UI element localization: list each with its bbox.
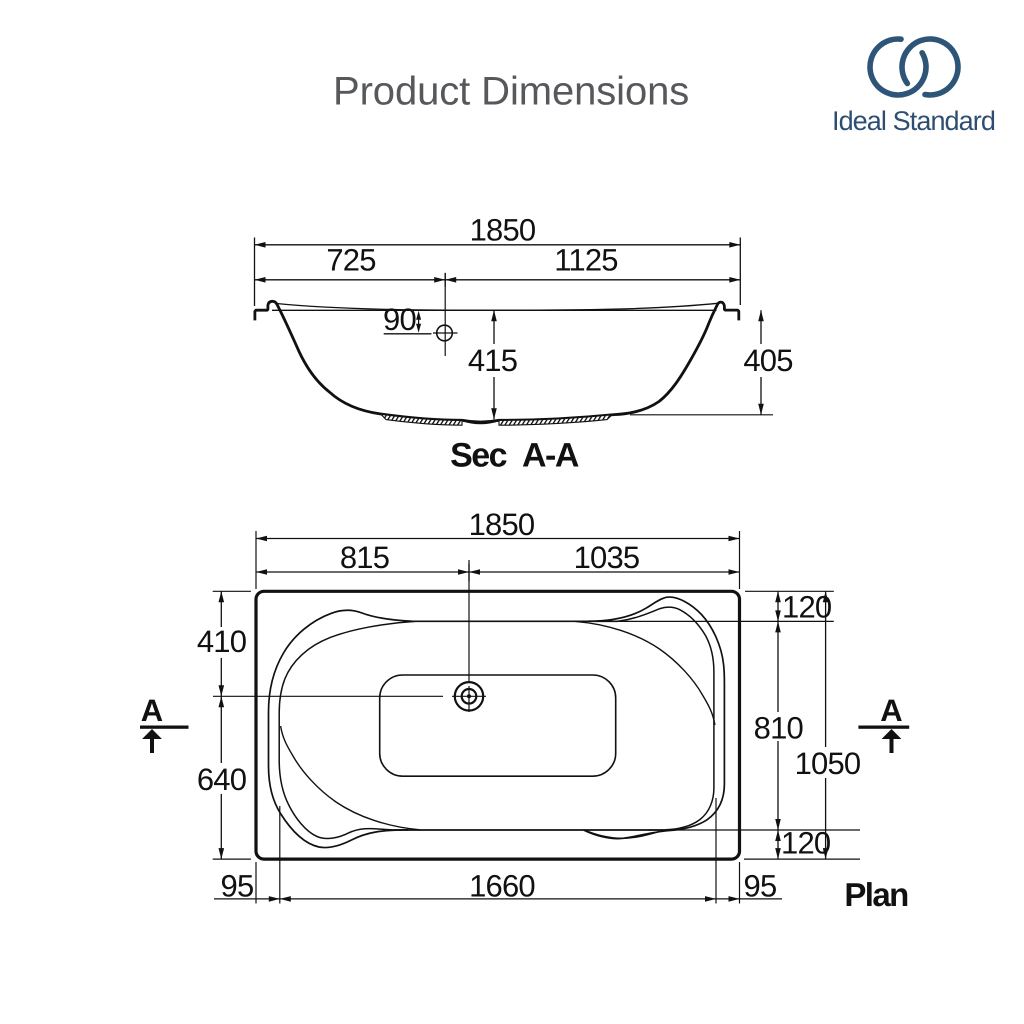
svg-text:A: A — [880, 693, 902, 728]
svg-text:Plan: Plan — [844, 876, 908, 913]
svg-text:95: 95 — [221, 869, 254, 904]
svg-text:1050: 1050 — [795, 746, 861, 781]
svg-text:1850: 1850 — [469, 507, 535, 542]
svg-text:415: 415 — [468, 343, 517, 378]
svg-text:1035: 1035 — [574, 540, 640, 575]
svg-text:405: 405 — [743, 343, 792, 378]
svg-text:95: 95 — [744, 869, 777, 904]
svg-text:725: 725 — [326, 243, 375, 278]
svg-text:810: 810 — [754, 711, 804, 746]
svg-text:120: 120 — [782, 590, 832, 625]
svg-text:Sec A-A: Sec A-A — [450, 437, 579, 475]
svg-text:410: 410 — [197, 624, 247, 659]
svg-text:640: 640 — [197, 762, 247, 797]
svg-text:Product Dimensions: Product Dimensions — [333, 70, 689, 114]
svg-text:120: 120 — [781, 826, 831, 861]
svg-text:90: 90 — [383, 302, 416, 337]
svg-text:815: 815 — [340, 540, 389, 575]
svg-text:Ideal Standard: Ideal Standard — [832, 106, 995, 136]
svg-text:1660: 1660 — [469, 869, 535, 904]
svg-text:A: A — [141, 693, 163, 728]
svg-text:1125: 1125 — [554, 243, 617, 278]
svg-text:1850: 1850 — [470, 213, 536, 248]
